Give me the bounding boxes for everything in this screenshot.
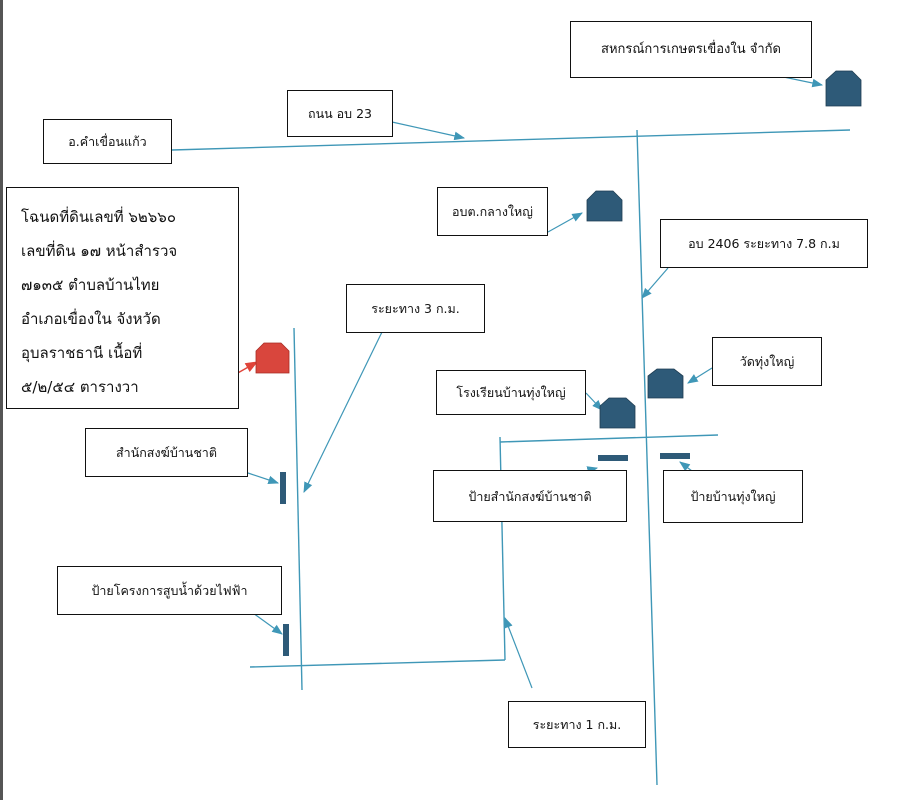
building-icon-cooperative bbox=[825, 70, 862, 107]
label-sao: อบต.กลางใหญ่ bbox=[437, 187, 548, 236]
label-cooperative: สหกรณ์การเกษตรเขื่องใน จำกัด bbox=[570, 21, 812, 78]
deed-line-4: อำเภอเขื่องใน จังหวัด bbox=[21, 310, 161, 328]
road-ub23 bbox=[171, 129, 851, 151]
land-deed-info-box: โฉนดที่ดินเลขที่ ๖๒๖๖๐ เลขที่ดิน ๑๗ หน้า… bbox=[6, 187, 239, 409]
label-temple: วัดทุ่งใหญ่ bbox=[712, 337, 822, 386]
label-district: อ.คำเขื่อนแก้ว bbox=[43, 119, 172, 164]
label-monk-office: สำนักสงฆ์บ้านชาติ bbox=[85, 428, 248, 477]
label-sign-village: ป้ายบ้านทุ่งใหญ่ bbox=[663, 470, 803, 523]
sign-post-icon-pump bbox=[283, 624, 289, 656]
building-icon-school bbox=[599, 397, 636, 429]
deed-line-1: โฉนดที่ดินเลขที่ ๖๒๖๖๐ bbox=[21, 208, 176, 226]
arrow-monk-office bbox=[247, 472, 280, 485]
label-distance-3km: ระยะทาง 3 ก.ม. bbox=[346, 284, 485, 333]
building-icon-sao bbox=[586, 190, 623, 222]
deed-line-3: ๗๑๓๕ ตำบลบ้านไทย bbox=[21, 276, 160, 294]
label-road-ub23: ถนน อบ 23 bbox=[287, 90, 393, 137]
sign-post-icon-monk-office bbox=[280, 472, 286, 504]
deed-line-5: อุบลราชธานี เนื้อที่ bbox=[21, 344, 143, 362]
arrow-plot bbox=[235, 361, 259, 375]
road-middle-horizontal bbox=[499, 434, 719, 443]
arrow-sao bbox=[547, 212, 583, 233]
arrow-temple bbox=[687, 367, 713, 384]
deed-line-2: เลขที่ดิน ๑๗ หน้าสำรวจ bbox=[21, 242, 178, 260]
arrow-school bbox=[585, 392, 603, 411]
label-sign-monk-office: ป้ายสำนักสงฆ์บ้านชาติ bbox=[433, 470, 627, 522]
arrow-road-ub23 bbox=[391, 121, 466, 141]
label-road-ub2406: อบ 2406 ระยะทาง 7.8 ก.ม bbox=[660, 219, 868, 268]
label-sign-pump-project: ป้ายโครงการสูบน้ำด้วยไฟฟ้า bbox=[57, 566, 282, 615]
arrow-distance-3km bbox=[303, 329, 384, 493]
deed-line-6: ๕/๒/๕๔ ตารางวา bbox=[21, 378, 139, 396]
sign-post-icon-monk-office-road bbox=[598, 455, 628, 461]
label-school: โรงเรียนบ้านทุ่งใหญ่ bbox=[436, 370, 586, 415]
page-frame-edge bbox=[0, 0, 3, 800]
building-icon-temple bbox=[647, 368, 684, 399]
buildings bbox=[586, 70, 862, 429]
road-left-vertical bbox=[293, 327, 303, 691]
sign-post-icon-village bbox=[660, 453, 690, 459]
signs bbox=[280, 453, 690, 656]
arrow-road-ub2406 bbox=[641, 267, 669, 299]
road-bottom-horizontal bbox=[249, 659, 506, 668]
label-distance-1km: ระยะทาง 1 ก.ม. bbox=[508, 701, 646, 748]
plot-icon bbox=[255, 342, 290, 374]
road-ub2406 bbox=[636, 129, 658, 786]
arrow-distance-1km bbox=[504, 616, 533, 689]
